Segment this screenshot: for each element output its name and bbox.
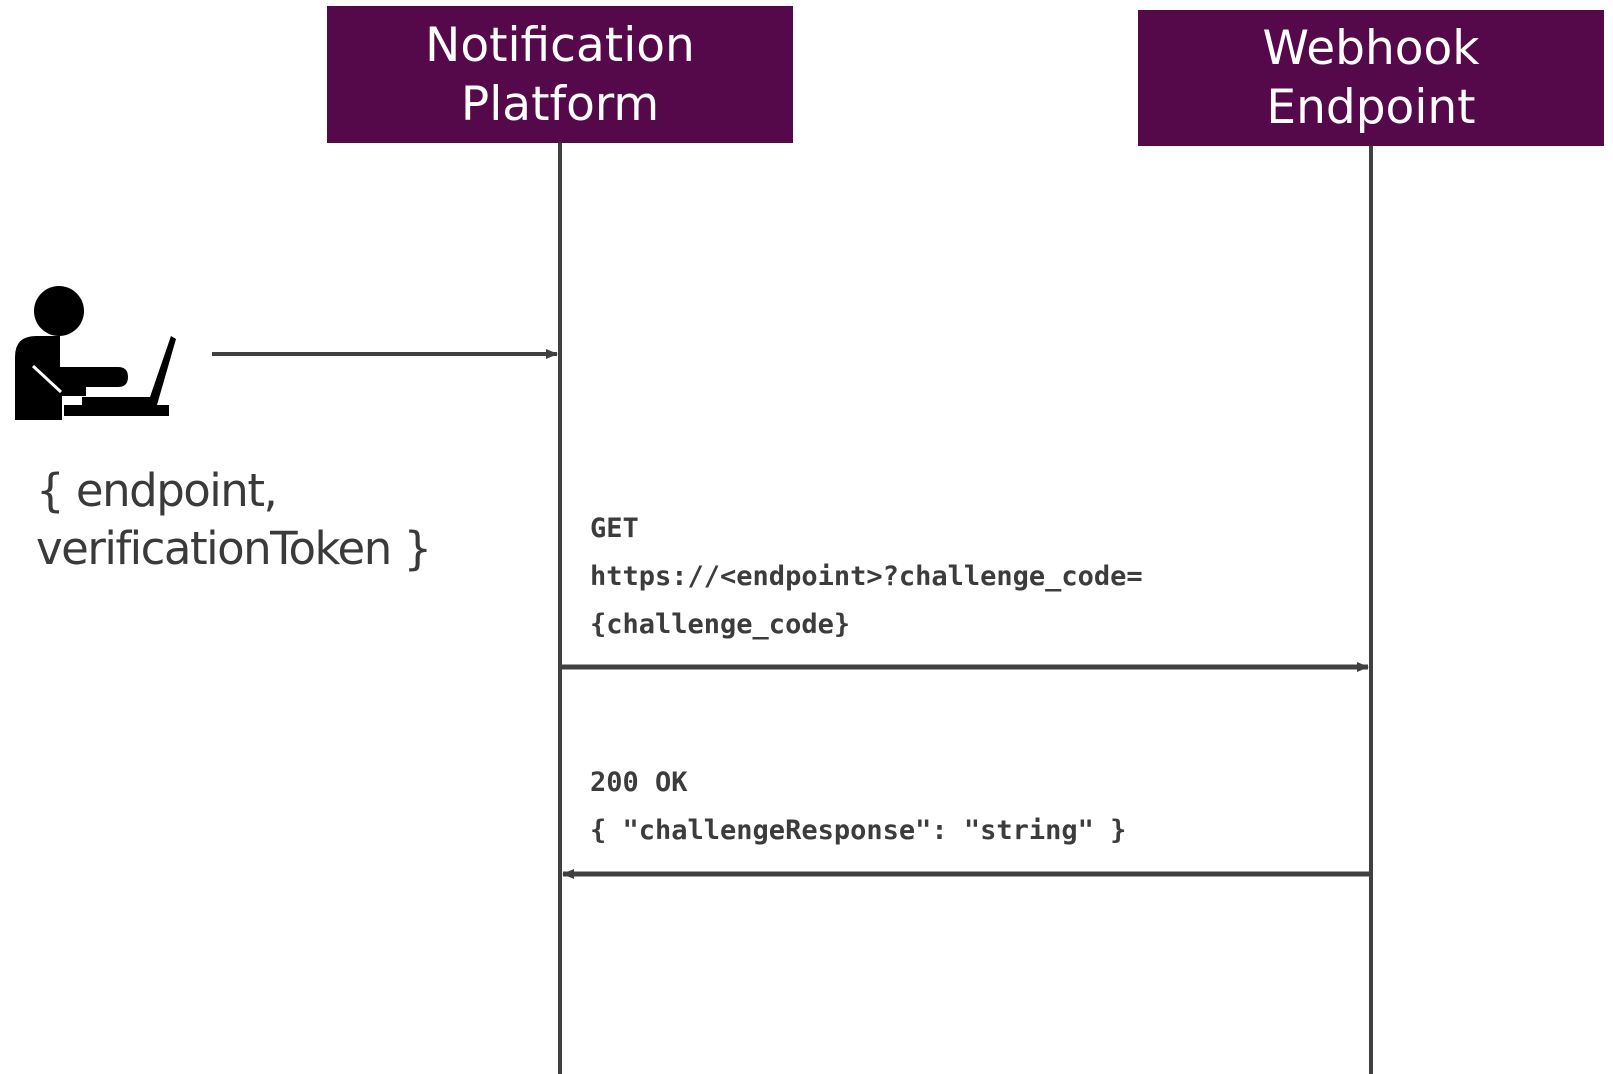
response-body: { "challengeResponse": "string" } [590,815,1127,846]
response-message: 200 OK { "challengeResponse": "string" } [590,759,1126,855]
response-status: 200 OK [590,767,688,798]
webhook-endpoint-label-line1: Webhook [1262,21,1480,76]
webhook-endpoint-label-line2: Endpoint [1266,80,1476,135]
notification-platform-label-line1: Notification [425,17,695,73]
request-url-param: {challenge_code} [590,609,851,640]
webhook-endpoint-box [1138,10,1604,146]
registration-payload: { endpoint, verificationToken } [36,462,432,578]
request-method: GET [590,513,639,544]
notification-platform-participant: Notification Platform [327,6,793,143]
notification-platform-label-line2: Platform [460,76,660,132]
person-at-laptop-icon [15,286,176,420]
webhook-endpoint-participant: Webhook Endpoint [1138,10,1604,146]
notification-platform-box [327,6,793,143]
request-message: GET https://<endpoint>?challenge_code= {… [590,505,1143,649]
payload-line1: { endpoint, [36,464,278,517]
payload-line2: verificationToken } [36,522,432,575]
request-url: https://<endpoint>?challenge_code= [590,561,1143,592]
